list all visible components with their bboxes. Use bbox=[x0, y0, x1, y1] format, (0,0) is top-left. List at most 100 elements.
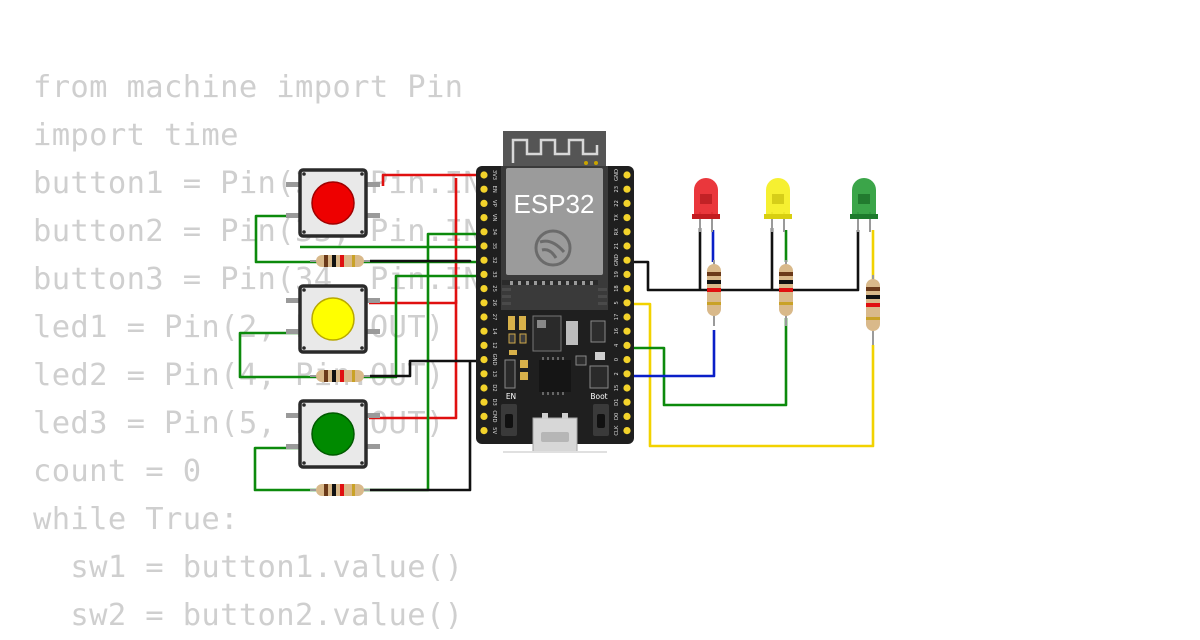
pin-label: 13 bbox=[491, 370, 497, 377]
board-title: ESP32 bbox=[514, 189, 595, 219]
led-red[interactable] bbox=[692, 178, 720, 232]
pin-label: 26 bbox=[491, 299, 497, 306]
pin-label: CMD bbox=[491, 410, 497, 422]
header-pin[interactable] bbox=[623, 299, 631, 307]
pin-label: 25 bbox=[491, 285, 497, 292]
header-pin[interactable] bbox=[480, 384, 488, 392]
pin-label: 34 bbox=[491, 228, 497, 235]
header-pin[interactable] bbox=[480, 256, 488, 264]
pin-label: 17 bbox=[614, 314, 620, 321]
module-lower-pins bbox=[510, 281, 593, 285]
header-pin[interactable] bbox=[480, 171, 488, 179]
pin-label: GND bbox=[614, 169, 620, 181]
header-pin[interactable] bbox=[623, 214, 631, 222]
header-pin[interactable] bbox=[480, 242, 488, 250]
pin-label: D2 bbox=[491, 384, 497, 391]
resistor-led-1[interactable] bbox=[707, 260, 721, 326]
header-pin[interactable] bbox=[480, 228, 488, 236]
header-pin[interactable] bbox=[480, 427, 488, 435]
pin-label: 21 bbox=[614, 243, 620, 250]
header-pin[interactable] bbox=[480, 398, 488, 406]
header-pin[interactable] bbox=[623, 313, 631, 321]
pin-label: 4 bbox=[614, 343, 620, 347]
wire-red-button3[interactable] bbox=[369, 300, 458, 420]
usb-port[interactable] bbox=[532, 413, 578, 453]
pin-label: VN bbox=[491, 214, 497, 222]
header-pin[interactable] bbox=[623, 370, 631, 378]
header-pin[interactable] bbox=[480, 285, 488, 293]
pin-label: 32 bbox=[491, 257, 497, 264]
header-pin[interactable] bbox=[623, 341, 631, 349]
header-pin[interactable] bbox=[480, 327, 488, 335]
header-pin[interactable] bbox=[480, 370, 488, 378]
wire-red-button2[interactable] bbox=[369, 178, 458, 305]
espressif-logo-icon bbox=[534, 229, 572, 267]
header-pin[interactable] bbox=[480, 214, 488, 222]
code-line: sw2 = button2.value() bbox=[33, 598, 464, 633]
header-pin[interactable] bbox=[480, 341, 488, 349]
header-pin[interactable] bbox=[623, 242, 631, 250]
wire-black-r2[interactable] bbox=[370, 359, 484, 378]
pin-label: D3 bbox=[491, 399, 497, 406]
code-line: import time bbox=[33, 118, 239, 153]
button-cap[interactable] bbox=[311, 412, 355, 456]
pin-label: 22 bbox=[614, 200, 620, 207]
pin-label: 0 bbox=[614, 358, 620, 361]
header-pin[interactable] bbox=[623, 327, 631, 335]
header-pin[interactable] bbox=[623, 412, 631, 420]
led-yellow[interactable] bbox=[764, 178, 792, 232]
header-pin[interactable] bbox=[480, 412, 488, 420]
header-pin[interactable] bbox=[623, 256, 631, 264]
wire-green-button1[interactable] bbox=[254, 214, 484, 264]
smd-components bbox=[504, 315, 609, 395]
header-pin[interactable] bbox=[480, 199, 488, 207]
header-pin[interactable] bbox=[480, 270, 488, 278]
pushbutton-2[interactable] bbox=[286, 284, 380, 354]
button-cap[interactable] bbox=[311, 297, 355, 341]
pin-label: 5 bbox=[614, 301, 620, 304]
en-button[interactable] bbox=[501, 404, 517, 436]
pin-label: 23 bbox=[614, 186, 620, 193]
button-cap[interactable] bbox=[311, 181, 355, 225]
resistor-3[interactable] bbox=[310, 484, 370, 496]
left-pin-header: 3V3ENVPVN343532332526271412GND13D2D3CMD5… bbox=[480, 170, 497, 435]
pin-label: TX bbox=[614, 214, 620, 222]
header-pin[interactable] bbox=[623, 270, 631, 278]
header-pin[interactable] bbox=[623, 427, 631, 435]
header-pin[interactable] bbox=[623, 384, 631, 392]
resistor-1[interactable] bbox=[310, 255, 370, 267]
esp32-board[interactable]: ESP32 bbox=[476, 131, 634, 453]
resistor-2[interactable] bbox=[310, 370, 370, 382]
wire-green-led2[interactable] bbox=[628, 318, 788, 407]
header-pin[interactable] bbox=[480, 299, 488, 307]
resistor-led-3[interactable] bbox=[866, 275, 880, 345]
wire-red-3v3[interactable] bbox=[381, 173, 484, 186]
led-green[interactable] bbox=[850, 178, 878, 232]
wire-black-r3[interactable] bbox=[370, 362, 472, 492]
pin-label: D1 bbox=[614, 399, 620, 406]
boot-button[interactable] bbox=[593, 404, 609, 436]
code-line: count = 0 bbox=[33, 454, 202, 489]
pin-label: 33 bbox=[491, 271, 497, 278]
header-pin[interactable] bbox=[623, 228, 631, 236]
header-pin[interactable] bbox=[623, 185, 631, 193]
resistor-led-2[interactable] bbox=[779, 260, 793, 326]
header-pin[interactable] bbox=[623, 199, 631, 207]
wire-black-r1[interactable] bbox=[370, 259, 472, 263]
header-pin[interactable] bbox=[623, 285, 631, 293]
header-pin[interactable] bbox=[480, 185, 488, 193]
header-pin[interactable] bbox=[623, 356, 631, 364]
code-line: sw1 = button1.value() bbox=[33, 550, 464, 585]
pushbutton-3[interactable] bbox=[286, 399, 380, 469]
header-pin[interactable] bbox=[623, 171, 631, 179]
wire-black-gnd-leds[interactable] bbox=[628, 228, 860, 292]
wire-blue-led1[interactable] bbox=[628, 330, 716, 378]
header-pin[interactable] bbox=[480, 356, 488, 364]
en-label: EN bbox=[506, 392, 516, 401]
pushbutton-1[interactable] bbox=[286, 168, 380, 238]
wire-yellow-led3[interactable] bbox=[628, 302, 875, 448]
pin-label: 2 bbox=[614, 372, 620, 375]
pin-label: 15 bbox=[614, 385, 620, 392]
header-pin[interactable] bbox=[480, 313, 488, 321]
header-pin[interactable] bbox=[623, 398, 631, 406]
